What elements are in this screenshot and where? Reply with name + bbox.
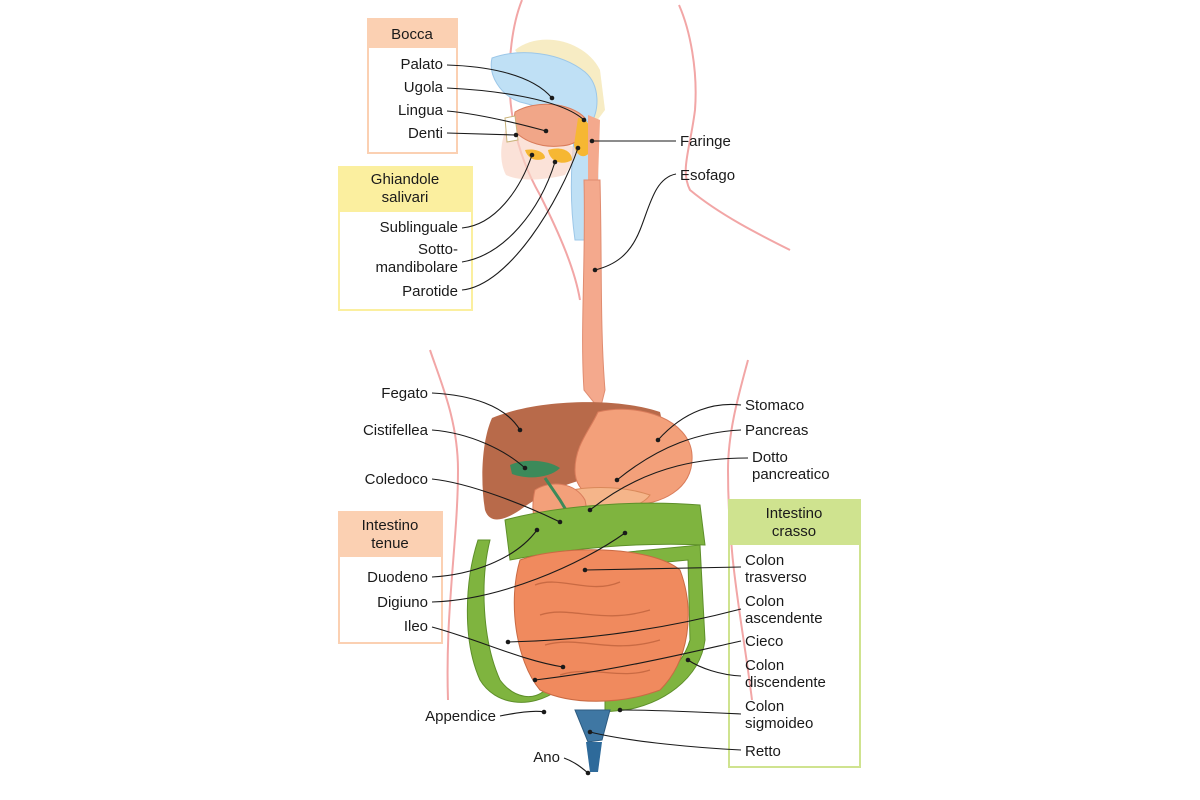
label-sublinguale: Sublinguale [380,219,458,236]
label-stomaco: Stomaco [745,397,804,414]
mouth-group-title: Bocca [391,26,433,43]
leader-sottomandibolare [461,161,556,263]
leader-cieco [534,640,742,681]
leader-ileo [431,626,564,668]
head-organs [490,39,605,241]
label-colon-ascendente-2: ascendente [745,610,823,627]
leader-appendice [499,710,545,717]
leader-colon-ascendente [507,608,742,643]
large-intestine-group-header [729,500,860,545]
leader-parotide [461,147,579,291]
label-dotto-pancreatico-2: pancreatico [752,466,830,483]
label-lingua: Lingua [398,102,444,119]
submandibular-gland [548,148,572,163]
mouth-group: Bocca Palato Ugola Lingua Denti [367,18,458,154]
salivary-group: Ghiandole salivari Sublinguale Sotto- ma… [338,166,473,311]
leader-colon-discendente [687,659,742,677]
label-fegato: Fegato [381,385,428,402]
label-duodeno: Duodeno [367,569,428,586]
leader-lingua [446,110,547,132]
large-intestine-group-title-2: crasso [772,523,816,540]
salivary-group-title-1: Ghiandole [371,171,439,188]
abdominal-organs [466,402,706,772]
leader-duodeno [431,529,538,578]
label-colon-sigmoideo-1: Colon [745,698,784,715]
label-sottomandibolare-2: mandibolare [375,259,458,276]
label-ugola: Ugola [404,79,444,96]
leader-colon-trasverso [584,566,742,571]
label-colon-sigmoideo-2: sigmoideo [745,715,813,732]
rectum [574,709,611,743]
leader-sublinguale [461,154,533,229]
leader-palato [446,64,553,99]
leader-stomaco [657,403,742,441]
large-intestine-group: Intestino crasso Colon trasverso Colon a… [728,499,861,768]
leader-lines [431,64,749,774]
label-digiuno: Digiuno [377,594,428,611]
leader-pancreas [616,429,742,481]
label-faringe: Faringe [680,133,731,150]
esophagus [582,179,606,412]
salivary-group-header [339,167,472,212]
leader-ano [563,757,589,774]
label-pancreas: Pancreas [745,422,808,439]
label-colon-trasverso-1: Colon [745,552,784,569]
label-appendice: Appendice [425,708,496,725]
label-colon-ascendente-1: Colon [745,593,784,610]
label-ileo: Ileo [404,618,428,635]
leader-coledoco [431,478,561,523]
mouth-group-header [368,19,457,48]
leader-colon-sigmoideo [619,709,742,715]
anal-canal [586,742,602,772]
label-retto: Retto [745,743,781,760]
small-intestine-group-header [339,512,442,557]
small-intestine-group: Intestino tenue Duodeno Digiuno Ileo [338,511,443,644]
label-ano: Ano [533,749,560,766]
label-sottomandibolare-1: Sotto- [418,241,458,258]
leader-fegato [431,392,521,431]
label-colon-discendente-2: discendente [745,674,826,691]
sublingual-gland [525,149,545,160]
small-intestine-group-title-1: Intestino [362,517,419,534]
leader-retto [589,731,742,751]
label-colon-trasverso-2: trasverso [745,569,807,586]
label-cieco: Cieco [745,633,783,650]
leader-digiuno [431,532,626,603]
label-palato: Palato [400,56,443,73]
label-cistifellea: Cistifellea [363,422,429,439]
gallbladder [510,460,560,478]
salivary-group-title-2: salivari [382,189,429,206]
leader-esofago [594,173,677,271]
small-intestine-group-title-2: tenue [371,535,409,552]
leader-cistifellea [431,429,526,469]
label-dotto-pancreatico-1: Dotto [752,449,788,466]
pharynx [588,115,600,182]
leader-endpoints [505,95,691,776]
small-intestine-coils [534,581,661,676]
standalone-labels: Faringe Esofago Fegato Cistifellea Coled… [363,133,830,766]
label-esofago: Esofago [680,167,735,184]
large-intestine-group-title-1: Intestino [766,505,823,522]
label-coledoco: Coledoco [365,471,428,488]
label-denti: Denti [408,125,443,142]
leader-denti [446,132,517,136]
small-intestine-mass [513,549,689,702]
leader-dotto-pancreatico [589,457,749,511]
leader-ugola [446,87,585,121]
label-colon-discendente-1: Colon [745,657,784,674]
label-parotide: Parotide [402,283,458,300]
